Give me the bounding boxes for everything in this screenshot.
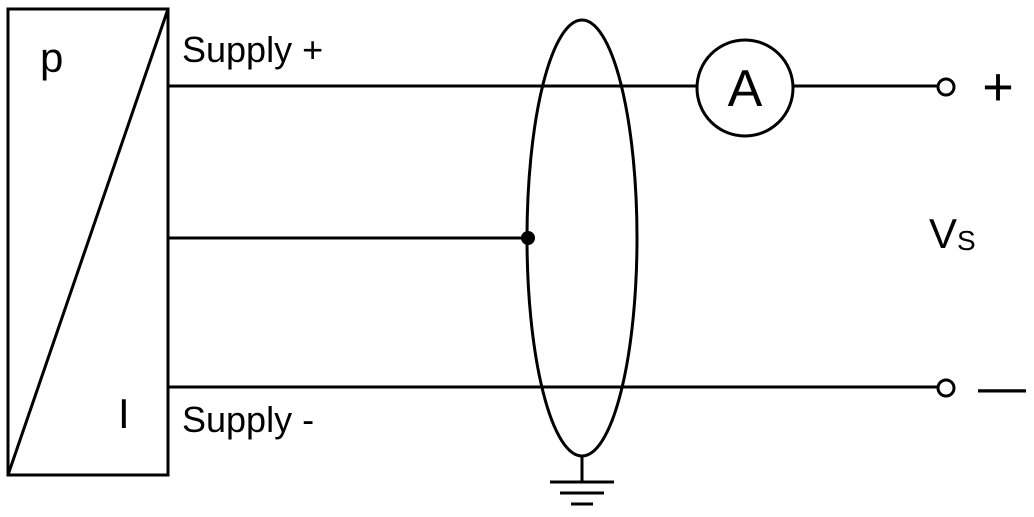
supply-plus-label: Supply + — [182, 29, 323, 70]
transducer-current-label: I — [118, 390, 130, 437]
ground-icon — [550, 456, 614, 506]
transducer-pressure-label: p — [40, 34, 63, 81]
supply-minus-label: Supply - — [182, 399, 314, 440]
supply-voltage-label: V S — [929, 210, 976, 257]
positive-terminal — [936, 77, 956, 97]
shield-junction-dot — [521, 231, 535, 245]
ammeter-label: A — [728, 60, 763, 118]
voltage-subscript: S — [957, 225, 976, 256]
negative-sign: — — [978, 361, 1026, 414]
ammeter-circle — [695, 38, 795, 138]
transducer-diagonal — [6, 8, 170, 476]
voltage-symbol: V — [929, 210, 957, 257]
ammeter: A — [695, 38, 795, 138]
transducer-block: p I — [6, 7, 170, 477]
negative-terminal — [936, 378, 956, 398]
positive-sign: + — [982, 57, 1014, 117]
